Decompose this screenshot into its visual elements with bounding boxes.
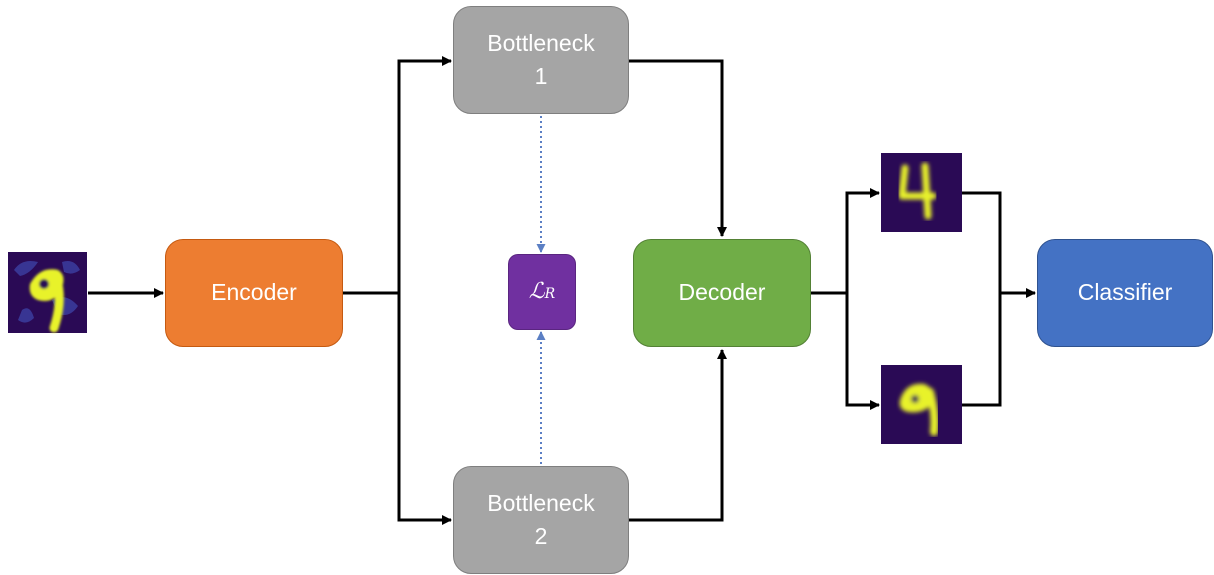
arrow-decoder-to-output-2 <box>845 293 880 410</box>
arrow-bottleneck-2-to-decoder <box>629 349 727 522</box>
encoder-block: Encoder <box>165 239 343 347</box>
line-output-1-to-merge <box>962 191 1002 407</box>
output-digit-image-2 <box>881 365 962 444</box>
input-digit-image <box>8 252 87 333</box>
output-digit-image-1 <box>881 153 962 232</box>
arrow-split-to-bottleneck-1 <box>397 56 452 293</box>
bottleneck-2-block: Bottleneck 2 <box>453 466 629 574</box>
loss-subscript: R <box>544 285 556 302</box>
classifier-block: Classifier <box>1037 239 1213 347</box>
loss-symbol: ℒ <box>528 279 545 305</box>
bottleneck-1-block: Bottleneck 1 <box>453 6 629 114</box>
arrow-split-to-bottleneck-2 <box>397 293 452 525</box>
arrow-decoder-to-output-1 <box>845 188 880 293</box>
arrow-bottleneck-1-to-decoder <box>629 59 727 237</box>
decoder-block: Decoder <box>633 239 811 347</box>
